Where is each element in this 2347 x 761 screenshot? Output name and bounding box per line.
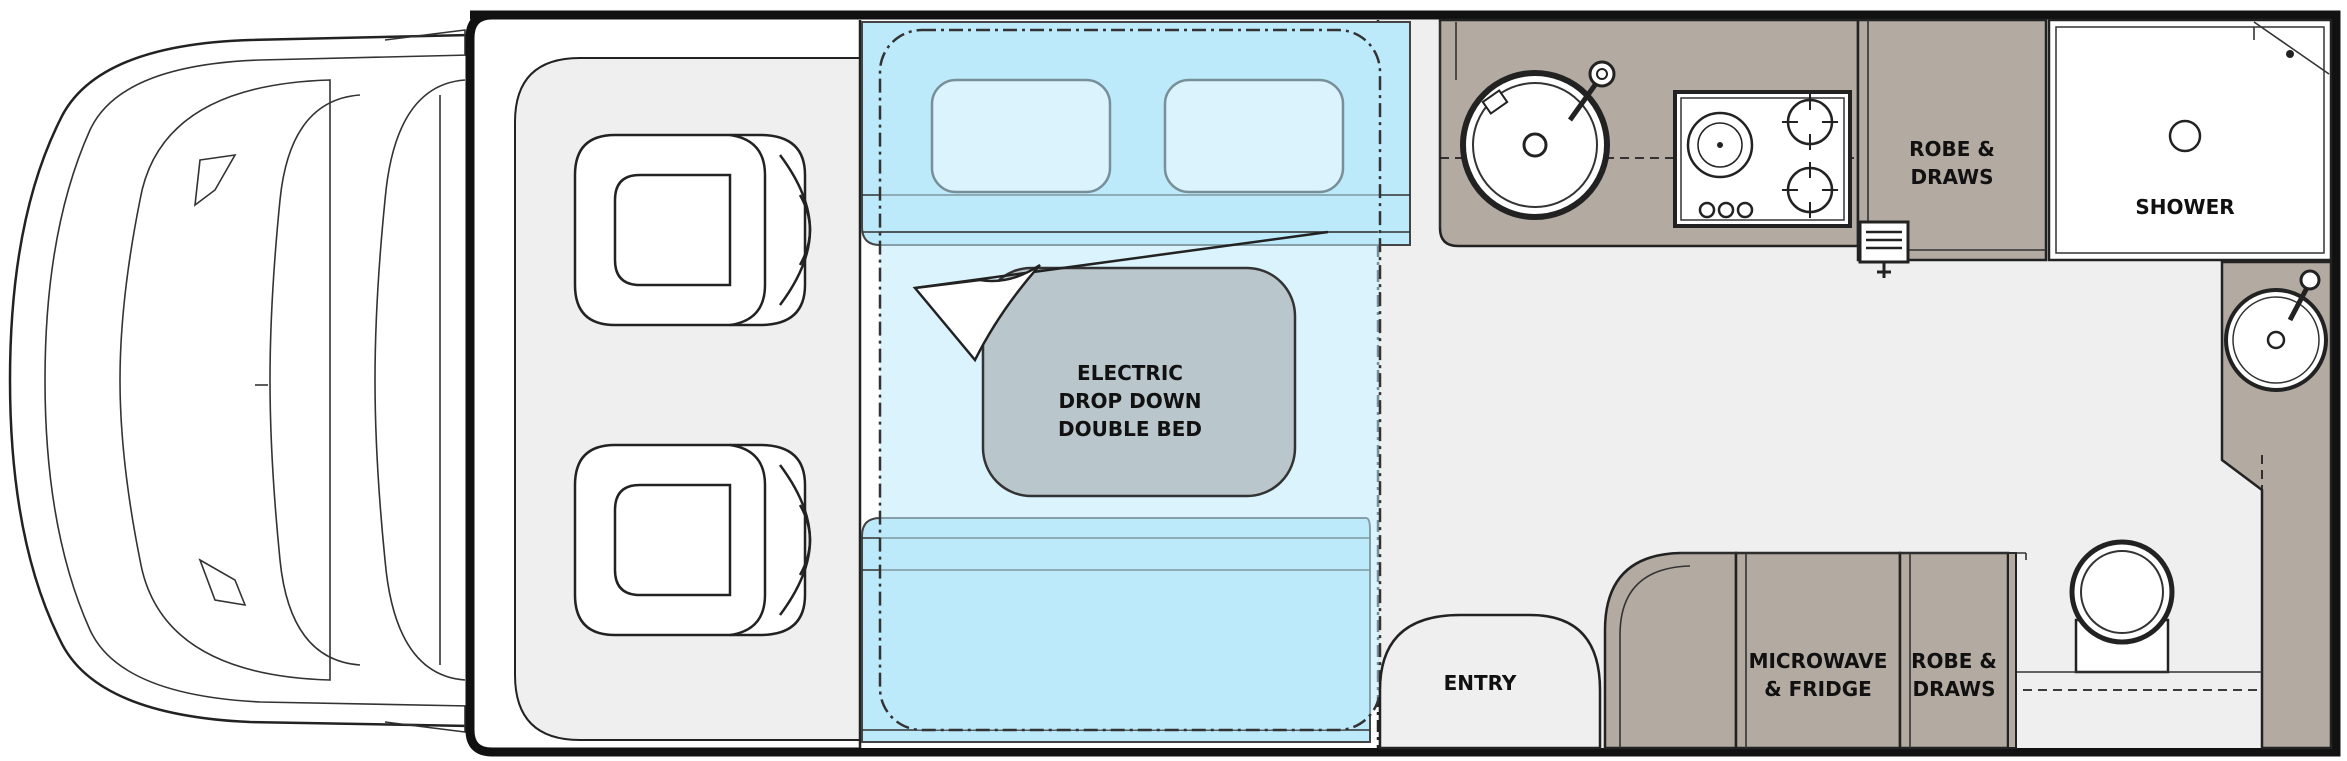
sink-icon — [1460, 60, 1616, 220]
driver-seat — [573, 133, 812, 327]
entry-label: ENTRY — [1444, 671, 1517, 695]
shower-label: SHOWER — [2135, 195, 2234, 219]
toilet-icon — [2069, 539, 2175, 674]
microwave-fridge-label-line1: MICROWAVE — [1749, 649, 1888, 673]
cooktop-icon — [1673, 90, 1852, 228]
bottom-bench-extension — [2007, 552, 2017, 749]
entry-step — [1378, 613, 1602, 750]
seat-icon — [573, 133, 807, 327]
bed-label-line3: DOUBLE BED — [1058, 417, 1202, 441]
robe-draws-top — [1856, 18, 2048, 262]
robe-draws-bottom-label-line1: ROBE & — [1911, 649, 1997, 673]
bottom-cabinet-corner — [1603, 551, 1738, 750]
microwave-fridge-label-line2: & FRIDGE — [1764, 677, 1872, 701]
robe-draws-top-label-line1: ROBE & — [1909, 137, 1995, 161]
bed-label-line1: ELECTRIC — [1077, 361, 1183, 385]
passenger-seat — [573, 443, 812, 637]
robe-draws-top-label-line2: DRAWS — [1910, 165, 1993, 189]
robe-draws-bottom-label-line2: DRAWS — [1912, 677, 1995, 701]
sheet-fold-corner — [912, 263, 1041, 363]
seat-icon — [573, 443, 807, 637]
switch-box-icon — [1858, 220, 1910, 278]
sheet-fold — [914, 230, 1329, 290]
vanity-sink-icon — [2224, 269, 2328, 392]
bed-label-line2: DROP DOWN — [1058, 389, 1201, 413]
mattress — [981, 266, 1297, 498]
shower-drain-icon — [2168, 119, 2202, 153]
vehicle-cab — [8, 29, 471, 733]
